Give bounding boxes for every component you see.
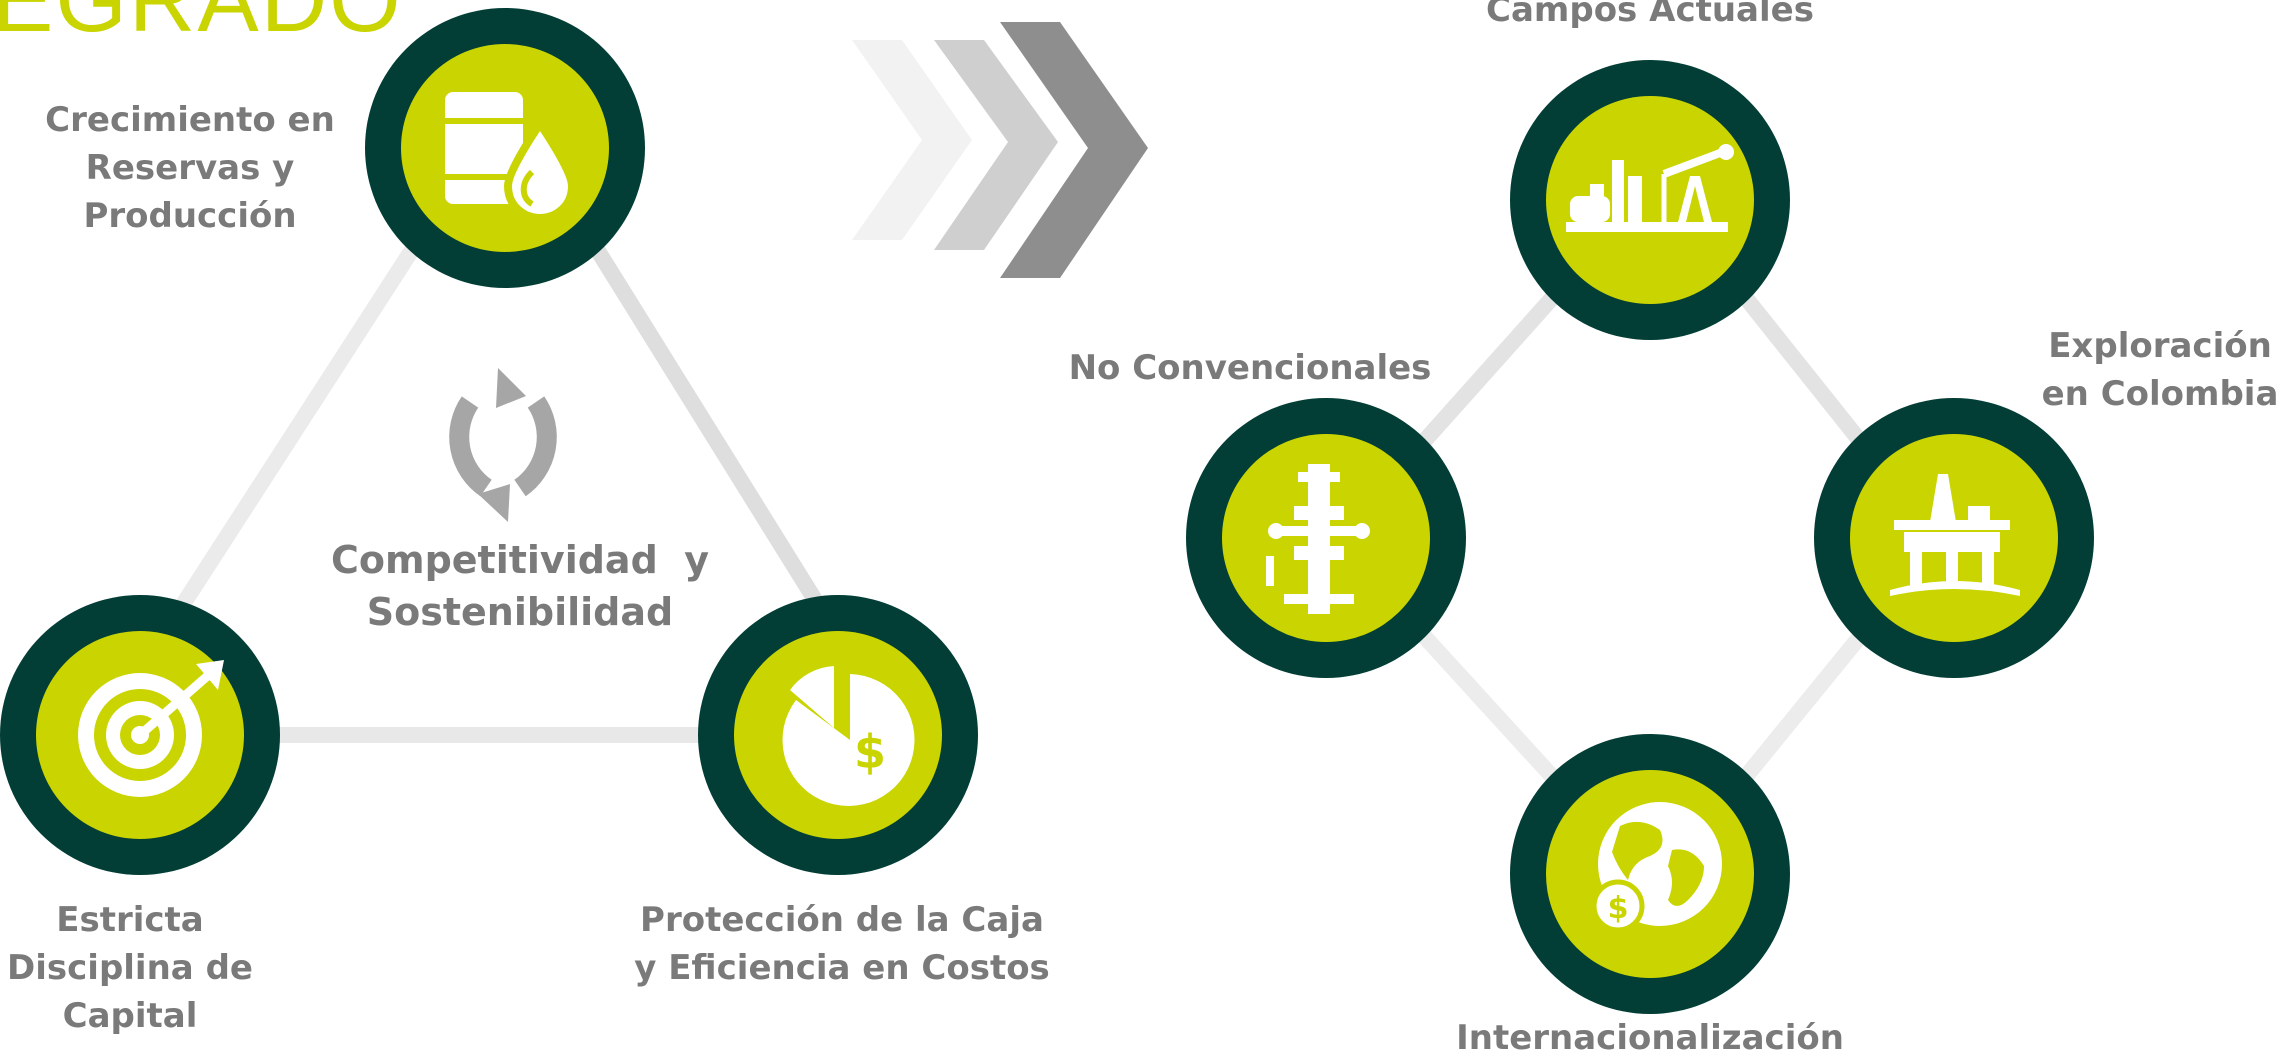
- label-line: en Colombia: [2041, 374, 2279, 414]
- label-unconventional: No Convencionales: [1060, 344, 1440, 392]
- connector-top-right: [572, 214, 848, 648]
- globe-dollar-icon: $: [1591, 802, 1722, 933]
- label-current-fields: Campos Actuales: [1450, 0, 1850, 34]
- label-line: y Eficiencia en Costos: [634, 948, 1050, 988]
- node-capital-discipline: [0, 595, 280, 875]
- node-reserves-production: [365, 8, 645, 288]
- svg-text:$: $: [1608, 891, 1629, 926]
- chevron-arrow-light: [852, 40, 972, 240]
- triangle-connectors: [152, 214, 848, 743]
- label-line: Disciplina de: [7, 948, 253, 988]
- offshore-platform-icon: [1890, 474, 2020, 596]
- cycle-arrows-icon: [449, 368, 557, 522]
- node-internationalization: $: [1510, 734, 1790, 1014]
- label-line: Exploración: [2048, 326, 2272, 366]
- label-line: Crecimiento en: [45, 100, 335, 140]
- chevron-arrows: [852, 22, 1148, 278]
- node-unconventional: [1186, 398, 1466, 678]
- page-heading-fragment: EGRADO: [0, 0, 403, 51]
- label-internationalization: Internacionalización: [1440, 1014, 1860, 1062]
- connector-bottom-left: [1394, 604, 1578, 804]
- wellhead-icon: [1266, 464, 1370, 614]
- connector-top-left: [1394, 270, 1578, 474]
- diamond-connectors: [1394, 270, 1888, 804]
- label-cash-protection: Protección de la Caja y Eficiencia en Co…: [612, 896, 1072, 992]
- chevron-arrow-mid: [934, 40, 1058, 250]
- node-cash-protection: $: [698, 595, 978, 875]
- label-line: Reservas y: [85, 148, 295, 188]
- oil-barrel-drop-icon: [445, 92, 577, 223]
- target-arrow-icon: [78, 660, 224, 797]
- label-line: Sostenibilidad: [366, 590, 674, 634]
- node-inner: [1546, 96, 1754, 304]
- label-capital-discipline: Estricta Disciplina de Capital: [0, 896, 260, 1040]
- refinery-pumpjack-icon: [1566, 144, 1734, 232]
- chevron-arrow-dark: [1000, 22, 1148, 278]
- connector-top-left: [152, 214, 438, 648]
- label-line: Protección de la Caja: [640, 900, 1044, 940]
- label-line: Competitividad y: [330, 538, 709, 582]
- label-line: Estricta: [56, 900, 204, 940]
- label-exploration-colombia: Exploración en Colombia: [2040, 322, 2280, 418]
- connector-bottom-right: [1722, 604, 1888, 804]
- label-line: Internacionalización: [1456, 1018, 1844, 1058]
- label-line: No Convencionales: [1068, 348, 1432, 388]
- label-competitiveness: Competitividad y Sostenibilidad: [320, 534, 720, 638]
- label-reserves-production: Crecimiento en Reservas y Producción: [40, 96, 340, 240]
- label-line: Capital: [62, 996, 198, 1036]
- label-line: Campos Actuales: [1486, 0, 1814, 30]
- svg-text:$: $: [854, 725, 886, 779]
- connector-top-right: [1722, 270, 1888, 474]
- node-current-fields: [1510, 60, 1790, 340]
- pie-chart-dollar-icon: $: [782, 666, 915, 806]
- node-exploration-colombia: [1814, 398, 2094, 678]
- label-line: Producción: [83, 196, 297, 236]
